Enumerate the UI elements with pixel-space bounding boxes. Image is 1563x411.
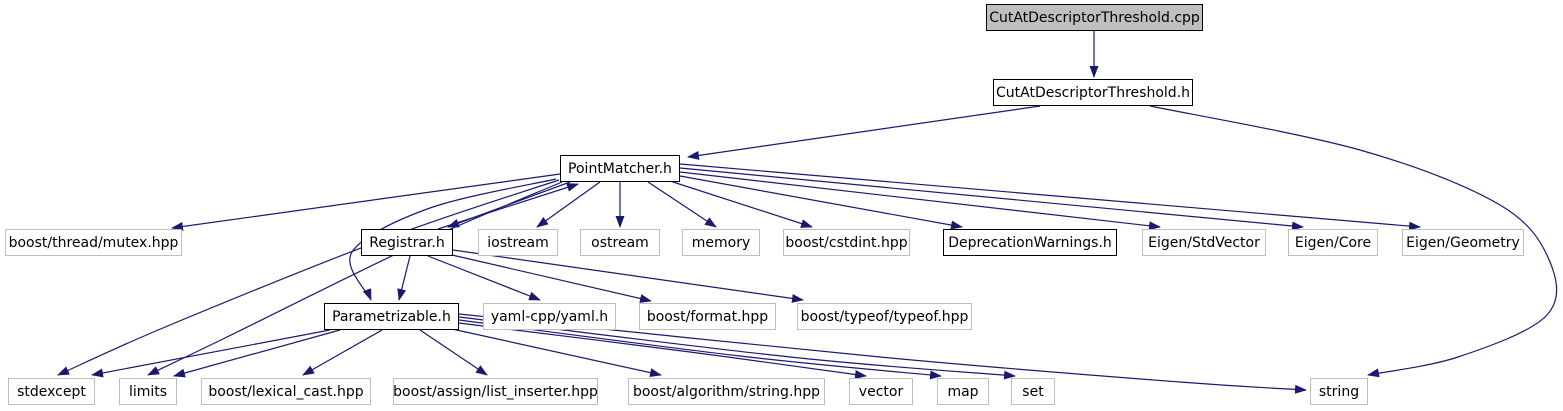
node-set: set [1011, 378, 1055, 405]
node-core: Eigen/Core [1288, 229, 1378, 256]
node-iostream: iostream [478, 229, 558, 256]
edge-registrar-to-format [451, 254, 652, 303]
node-registrar[interactable]: Registrar.h [361, 229, 453, 256]
edge-pointmatcher-to-parametrizable [349, 178, 557, 301]
edge-pointmatcher-to-core [679, 167, 1304, 231]
edge-pointmatcher-to-geometry [679, 163, 1421, 231]
node-h[interactable]: CutAtDescriptorThreshold.h [993, 79, 1193, 106]
node-algostring: boost/algorithm/string.hpp [628, 378, 825, 405]
node-mutex: boost/thread/mutex.hpp [5, 229, 182, 256]
edge-pointmatcher-to-stdvector [679, 171, 1161, 231]
edge-parametrizable-to-stdexcept [91, 329, 331, 378]
node-geometry: Eigen/Geometry [1402, 229, 1524, 256]
node-format: boost/format.hpp [639, 303, 776, 330]
edge-registrar-to-typeof [452, 249, 804, 303]
edge-pointmatcher-to-deprecation [679, 175, 963, 230]
edge-pointmatcher-to-cstdint [669, 180, 813, 228]
edge-registrar-to-parametrizable [397, 255, 411, 301]
node-typeof: boost/typeof/typeof.hpp [797, 303, 972, 330]
node-deprecation[interactable]: DeprecationWarnings.h [943, 229, 1117, 256]
node-stdexcept: stdexcept [8, 378, 95, 405]
node-pointmatcher[interactable]: PointMatcher.h [560, 155, 680, 182]
edge-pointmatcher-to-stdexcept [57, 179, 560, 376]
edge-parametrizable-to-lexical [302, 329, 383, 376]
node-assign: boost/assign/list_inserter.hpp [393, 378, 598, 405]
node-string: string [1310, 378, 1368, 405]
node-lexical: boost/lexical_cast.hpp [201, 378, 371, 405]
node-stdvector: Eigen/StdVector [1142, 229, 1266, 256]
node-map: map [937, 378, 989, 405]
edge-parametrizable-to-limits [173, 329, 341, 378]
edge-registrar-to-pointmatcher [437, 183, 579, 230]
node-ostream: ostream [580, 229, 660, 256]
edge-pointmatcher-to-iostream [536, 181, 601, 228]
edge-h-to-string [1149, 105, 1558, 378]
node-vector: vector [849, 378, 913, 405]
edge-h-to-pointmatcher [687, 105, 1041, 160]
node-memory: memory [682, 229, 760, 256]
node-limits: limits [119, 378, 177, 405]
node-parametrizable[interactable]: Parametrizable.h [324, 303, 459, 330]
edge-registrar-to-yaml [427, 255, 541, 301]
node-cstdint: boost/cstdint.hpp [783, 229, 910, 256]
edge-parametrizable-to-algostring [451, 328, 662, 378]
edge-pointmatcher-to-mutex [171, 173, 561, 231]
edge-parametrizable-to-assign [419, 329, 488, 376]
node-cpp: CutAtDescriptorThreshold.cpp [986, 4, 1203, 31]
node-yaml: yaml-cpp/yaml.h [483, 303, 616, 330]
edge-pointmatcher-to-memory [647, 181, 717, 228]
